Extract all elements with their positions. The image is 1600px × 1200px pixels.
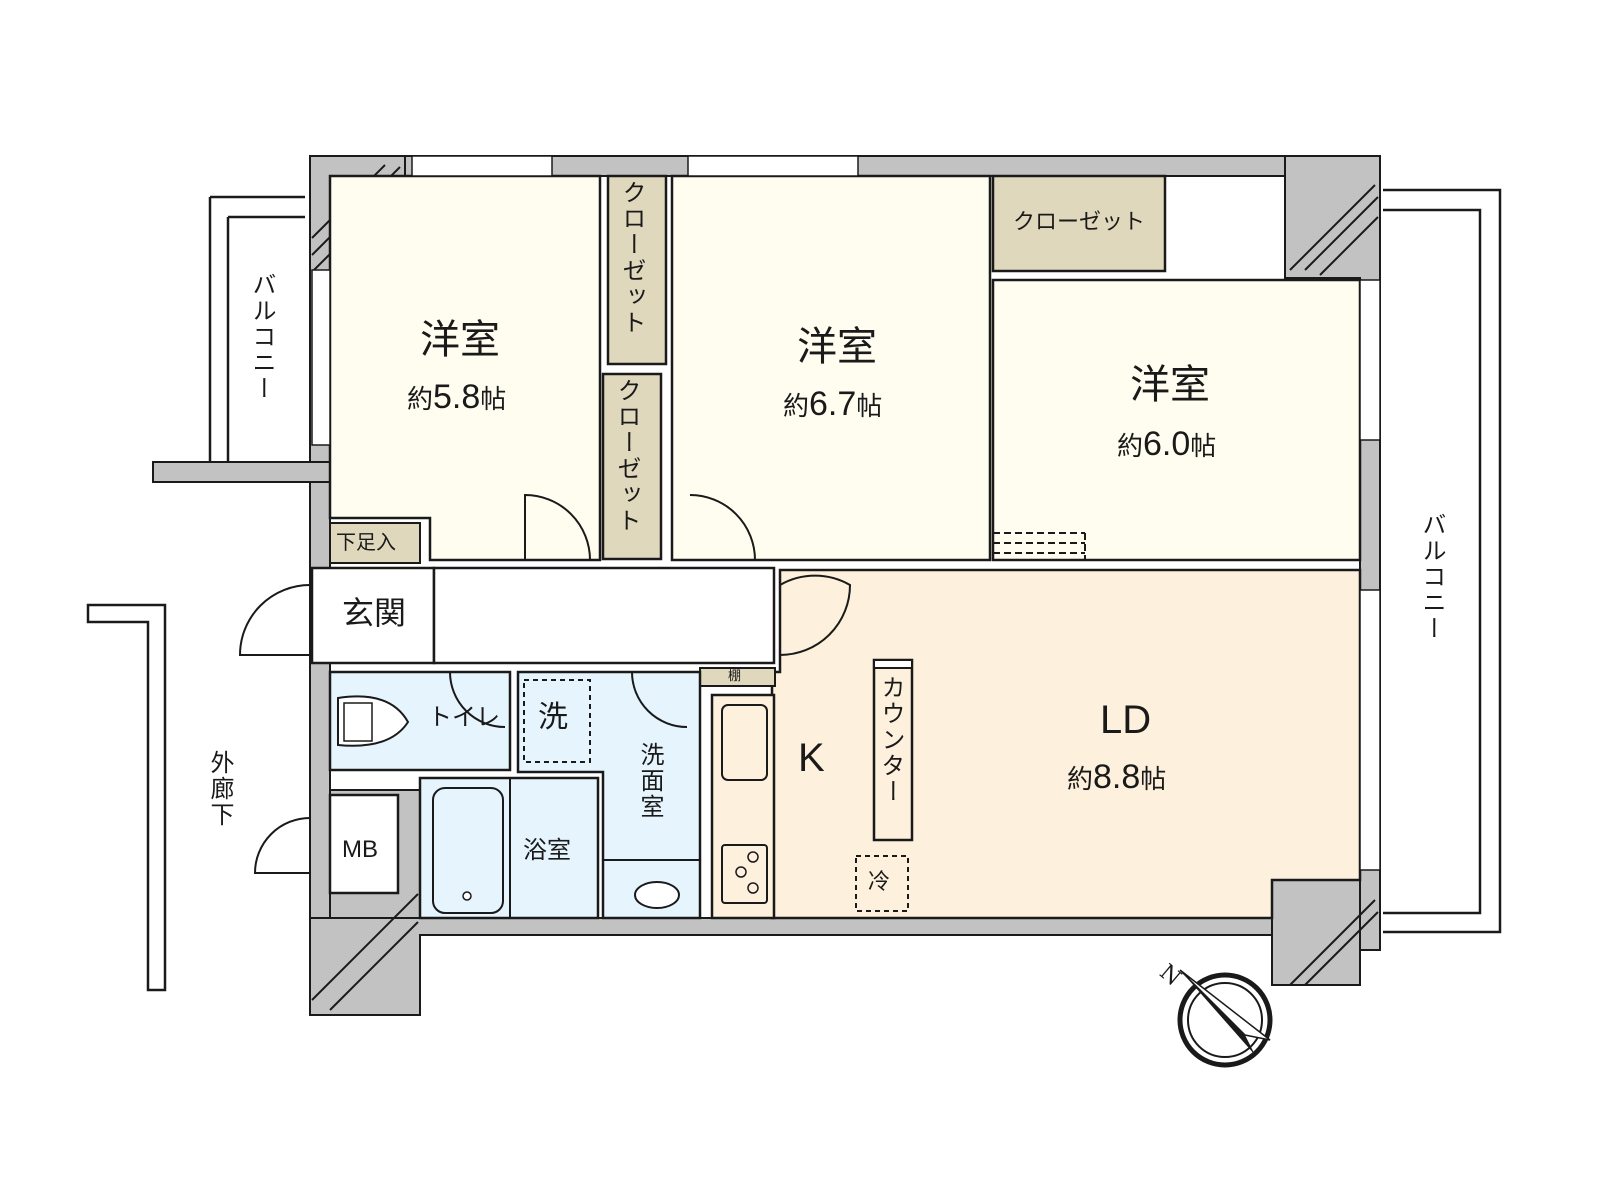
corridor-name: 外廊下 [206,750,234,828]
counter [872,658,914,842]
room1-name: 洋室 [420,317,500,363]
room-ld [770,568,1362,920]
mb-name: MB [342,836,378,863]
ld-size: 約8.8帖 [1067,758,1167,796]
room2-size: 約6.7帖 [783,385,883,423]
kitchen-name: K [798,736,825,780]
ld-name: LD [1100,698,1152,742]
corridor-rail [86,603,167,992]
toilet-name: トイレ [428,703,500,731]
balcony-right-rail [1383,188,1502,934]
door-ld [779,574,852,656]
room2-name: 洋室 [797,324,877,370]
bathroom-name: 浴室 [523,836,571,864]
meter-box [328,793,400,895]
washer-name: 洗 [538,700,568,735]
closet-a [606,174,668,366]
counter-name: カウンター [877,675,905,805]
door-room2 [689,494,757,561]
closet-b-name: クローゼット [613,378,641,534]
entrance [310,566,436,665]
room-western-1 [328,174,602,562]
hatch-tr [1289,184,1379,276]
balcony-left-name: バルコニー [248,272,276,402]
shelf-name: 棚 [728,669,742,684]
washer-space [523,679,591,763]
room3-size: 約6.0帖 [1117,425,1217,463]
room-western-2 [670,174,992,562]
door-room1 [524,493,591,561]
room1-size: 約5.8帖 [407,378,507,416]
hatch-br [1289,899,1379,986]
washroom-name: 洗面室 [636,742,664,820]
closet-b [601,372,663,561]
room-western-3 [991,278,1362,562]
door-entrance [238,584,311,656]
hallway [432,566,776,665]
door-toilet [449,671,506,728]
shoe-box [329,522,421,564]
compass [1177,969,1273,1068]
hatch-bl [311,893,419,1011]
closet-c [991,174,1167,273]
wall-bottom-right [1271,879,1361,986]
room-washroom [516,670,702,920]
room3-name: 洋室 [1130,362,1210,408]
closet-c-name: クローゼット [1013,210,1146,235]
door-washroom [631,671,688,728]
shoe-box-name: 下足入 [336,530,396,554]
balcony-right-name: バルコニー [1418,512,1446,642]
wall-balcony-base [152,461,331,483]
entrance-name: 玄関 [342,594,407,632]
fridge-name: 冷 [868,870,891,895]
door-mb [253,817,311,874]
balcony-left-rail [208,195,305,462]
closet-a-name: クローゼット [618,180,646,336]
